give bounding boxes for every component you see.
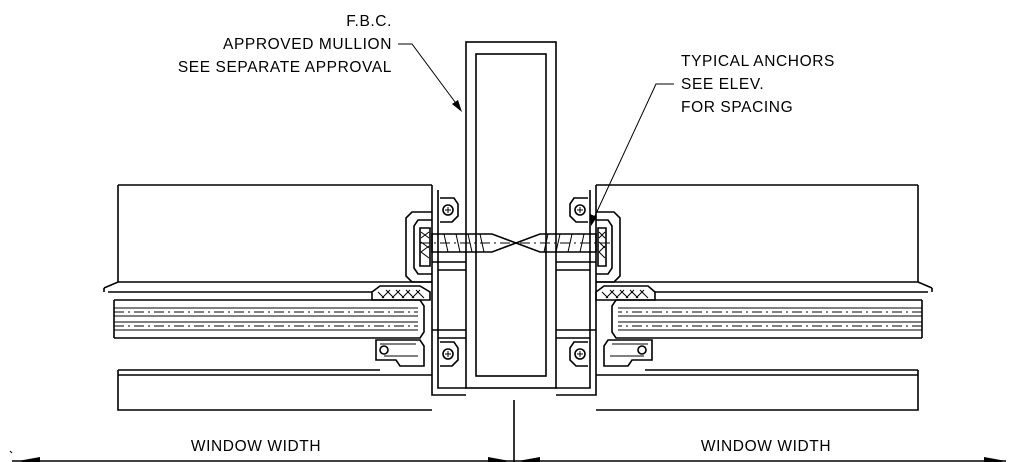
- screw-boss-icon: [442, 204, 454, 216]
- anchors-leader: [590, 83, 674, 226]
- right-sealant-bead: [595, 285, 656, 301]
- right-glass-pane: [611, 299, 923, 339]
- left-anchor-clip: [405, 211, 432, 283]
- right-anchor-clip: [596, 211, 621, 283]
- arrow-right-icon: [488, 457, 510, 462]
- arrow-left-icon: [18, 457, 40, 462]
- left-glazing-bead: [375, 339, 425, 367]
- arrow-left-icon: [518, 457, 540, 462]
- screw-boss-icon: [574, 204, 586, 216]
- anchors-note-line-2: SEE ELEV.: [681, 76, 764, 93]
- arrow-right-icon: [984, 457, 1006, 462]
- left-glass-pane: [113, 299, 425, 339]
- right-glazing-bead: [603, 339, 653, 367]
- mullion-note-line-3: SEE SEPARATE APPROVAL: [178, 59, 392, 76]
- mullion-note-line-1: F.B.C.: [346, 13, 392, 30]
- anchors-note-line-3: FOR SPACING: [681, 99, 793, 116]
- mullion-tube: [465, 41, 557, 389]
- screw-boss-icon: [442, 348, 454, 360]
- right-window-frame: [596, 184, 933, 411]
- anchors-note-line-1: TYPICAL ANCHORS: [681, 53, 835, 70]
- left-window-width-label: WINDOW WIDTH: [191, 438, 321, 455]
- screw-boss-icon: [574, 348, 586, 360]
- right-window-width-label: WINDOW WIDTH: [701, 438, 831, 455]
- left-window-frame: [103, 184, 432, 411]
- dimension-line: [9, 400, 1006, 462]
- right-frame-extrusion: [556, 185, 597, 396]
- left-sealant-bead: [371, 285, 431, 301]
- mullion-note-line-2: APPROVED MULLION: [223, 36, 392, 53]
- left-frame-extrusion: [431, 185, 466, 396]
- mullion-leader: [398, 43, 462, 112]
